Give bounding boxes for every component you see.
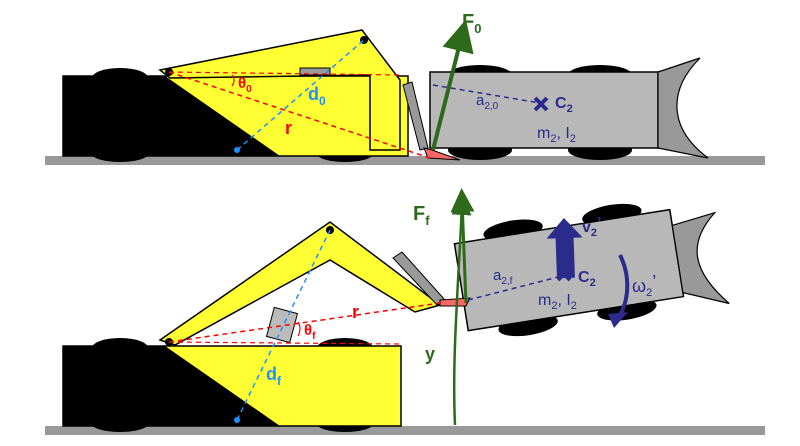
top-force-arrow xyxy=(431,19,474,151)
top-flipper-plate xyxy=(402,81,429,151)
bottom-theta-ref xyxy=(168,341,401,345)
top-theta-ref xyxy=(168,71,401,76)
top-ground xyxy=(45,156,765,165)
bottom-omega-label: ω2’ xyxy=(632,272,656,299)
bottom-contact-point xyxy=(439,297,471,307)
top-contact-point xyxy=(423,147,461,161)
bottom-force-arrow xyxy=(450,188,475,304)
top-attacker-wedge xyxy=(63,76,280,156)
top-target-body xyxy=(429,71,659,149)
bottom-force-label: Ff xyxy=(413,203,430,228)
bottom-mass-label: m2, I2 xyxy=(538,292,577,312)
bottom-d-label: df xyxy=(266,364,282,388)
bottom-c2-cross xyxy=(556,266,572,282)
bottom-c-label: C2 xyxy=(578,269,596,289)
bottom-theta-label: θf xyxy=(304,322,316,342)
bottom-r-label: r xyxy=(352,302,359,322)
top-r-line xyxy=(168,71,431,159)
top-arm-actuator xyxy=(299,67,331,76)
bottom-y-trajectory xyxy=(451,195,472,426)
bottom-arm-actuator xyxy=(265,306,299,344)
bottom-flipper-arm xyxy=(158,221,442,346)
top-mass-label: m2, I2 xyxy=(537,125,576,145)
top-a-line xyxy=(432,84,541,104)
top-force-label: F0 xyxy=(462,11,481,36)
bottom-velocity-label: v2’ xyxy=(582,215,601,239)
bottom-y-label: y xyxy=(425,344,435,364)
bottom-velocity-arrow xyxy=(546,218,583,279)
bottom-ground xyxy=(45,426,765,435)
top-a-label: a2,0 xyxy=(476,92,499,112)
top-r-label: r xyxy=(285,118,292,138)
top-c2-cross xyxy=(533,96,549,112)
top-scene: F0 θ0 d0 r a2,0 C2 m2, I2 xyxy=(45,11,765,165)
top-theta-arc xyxy=(231,74,235,87)
top-c-label: C2 xyxy=(555,95,573,115)
bottom-a-label: a2,f xyxy=(493,267,513,287)
bottom-theta-arc xyxy=(297,321,301,337)
bottom-omega-arrowhead xyxy=(608,312,628,328)
bottom-r-line xyxy=(168,302,441,343)
top-d-label: d0 xyxy=(308,84,326,108)
bottom-scene: Ff θf df r a2,f C2 m2, I2 v2’ ω2’ y xyxy=(45,188,765,435)
bottom-attacker-wedge xyxy=(63,346,280,426)
bottom-target-claw xyxy=(671,211,730,305)
top-target-claw xyxy=(657,57,709,159)
top-d-line xyxy=(236,39,365,151)
top-theta-label: θ0 xyxy=(238,75,252,95)
